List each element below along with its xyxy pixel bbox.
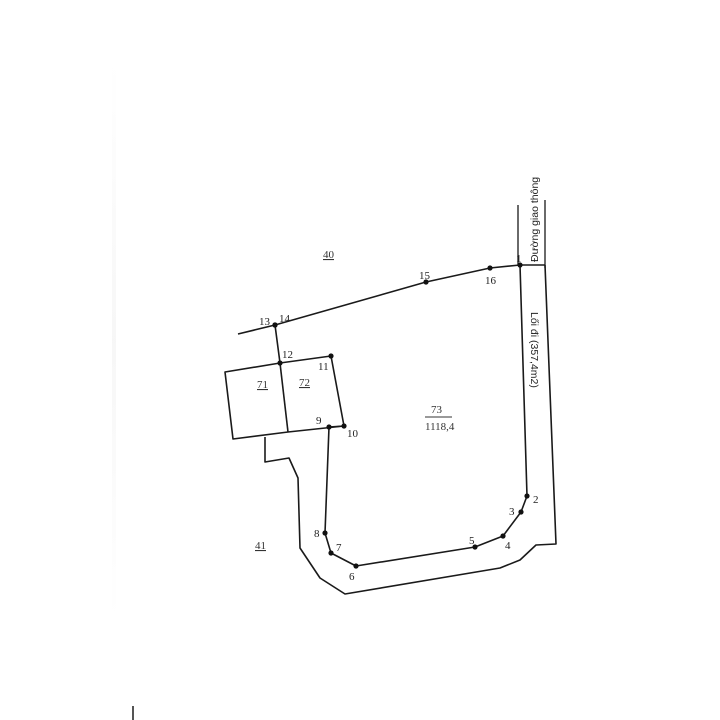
point-label-1: 1	[516, 253, 522, 265]
survey-point-10	[341, 423, 347, 429]
point-label-9: 9	[316, 415, 322, 427]
road-boundary	[517, 200, 546, 268]
scan-artifact	[112, 60, 116, 620]
path-label: Lối đi (357,4m2)	[528, 312, 540, 388]
survey-point-9	[326, 424, 332, 430]
north-boundary	[237, 264, 545, 335]
survey-point-3	[518, 509, 524, 515]
survey-point-6	[353, 563, 359, 569]
point-label-12: 12	[282, 349, 293, 361]
survey-point-8	[322, 530, 328, 536]
point-label-10: 10	[347, 428, 359, 440]
survey-point-7	[328, 550, 334, 556]
survey-point-4	[500, 533, 506, 539]
survey-points	[272, 262, 530, 569]
road-label: Đường giao thông	[529, 177, 541, 262]
point-label-5: 5	[469, 535, 475, 547]
survey-point-12	[277, 360, 283, 366]
path-outer-boundary	[264, 264, 557, 595]
survey-point-15	[423, 279, 429, 285]
point-label-11: 11	[318, 361, 329, 373]
survey-point-1	[517, 262, 523, 268]
parcel-71-number: 71	[257, 379, 268, 391]
point-label-13: 13	[259, 316, 271, 328]
point-label-7: 7	[336, 542, 342, 554]
point-label-6: 6	[349, 571, 355, 583]
survey-point-14	[272, 322, 278, 328]
parcel-72-number: 72	[299, 377, 310, 389]
point-label-4: 4	[505, 540, 511, 552]
survey-point-16	[487, 265, 493, 271]
point-label-2: 2	[533, 494, 539, 506]
point-label-3: 3	[509, 506, 515, 518]
survey-point-11	[328, 353, 334, 359]
parcel-71-72	[224, 362, 345, 440]
survey-point-2	[524, 493, 530, 499]
parcel-73-area: 1118,4	[425, 421, 455, 433]
parcel-41-number: 41	[255, 540, 266, 552]
point-label-16: 16	[485, 275, 497, 287]
point-label-8: 8	[314, 528, 320, 540]
point-labels: 1 2 3 4 5 6 7 8 9 10 11 12 13 14 15 16	[259, 253, 539, 583]
scan-edge-mark	[132, 706, 134, 720]
survey-point-5	[472, 544, 478, 550]
parcel-73-number: 73	[431, 404, 443, 416]
parcel-73-boundary	[274, 264, 528, 567]
point-label-14: 14	[279, 313, 291, 325]
point-label-15: 15	[419, 270, 431, 282]
parcel-40-number: 40	[323, 249, 335, 261]
